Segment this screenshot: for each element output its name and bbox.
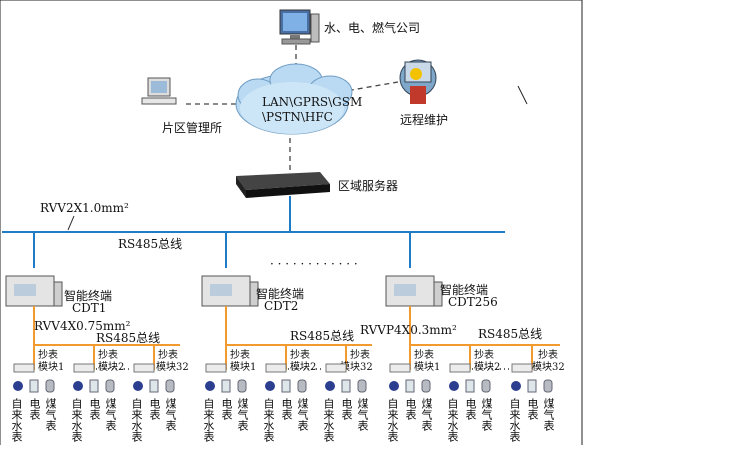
remote-maintenance-label: 远程维护: [400, 112, 448, 127]
meter-label-electric: 电表: [88, 398, 101, 420]
module-prefix: 抄表: [350, 348, 370, 361]
terminal-name: 智能终端: [256, 286, 304, 301]
computer-icon: [141, 77, 177, 105]
meter-label-gas: 煤气表: [480, 398, 493, 431]
sub-bus-label: RS485总线: [290, 329, 354, 343]
meter-label-electric: 电表: [464, 398, 477, 420]
meter-label-water: 自来水表: [10, 398, 23, 442]
module-label: 模块2: [290, 361, 316, 373]
module-prefix: 抄表: [538, 348, 558, 361]
ellipsis: · · · · · · · · · · · ·: [270, 257, 358, 271]
terminal-code: CDT256: [448, 295, 498, 309]
module-label: 模块2: [474, 361, 500, 373]
meter-label-electric: 电表: [404, 398, 417, 420]
module-label: 模块2: [98, 361, 124, 373]
terminal-code: CDT1: [72, 301, 106, 315]
network-types-line1: LAN\GPRS\GSM: [262, 95, 362, 109]
terminal-cdt1: [5, 275, 63, 307]
meter-label-electric: 电表: [148, 398, 161, 420]
terminal-code: CDT2: [264, 299, 298, 313]
sub-cable-label: RVV4X0.75mm²: [34, 319, 131, 333]
meter-label-electric: 电表: [280, 398, 293, 420]
meter-label-gas: 煤气表: [44, 398, 57, 431]
sub-bus-label: RS485总线: [478, 327, 542, 341]
module-label: 模块32: [340, 361, 373, 373]
meter-label-water: 自来水表: [446, 398, 459, 442]
meter-icons: [13, 379, 553, 393]
meter-label-electric: 电表: [28, 398, 41, 420]
module-boxes: [13, 363, 533, 373]
network-types-line2: \PSTN\HFC: [262, 110, 333, 124]
main-cable-label: RVV2X1.0mm²: [40, 201, 129, 215]
module-label: 模块32: [532, 361, 565, 373]
module-prefix: 抄表: [414, 348, 434, 361]
sub-bus-label: RS485总线: [96, 331, 160, 345]
meter-label-electric: 电表: [526, 398, 539, 420]
meter-label-water: 自来水表: [386, 398, 399, 442]
terminal-name: 智能终端: [440, 282, 488, 297]
meter-label-gas: 煤气表: [356, 398, 369, 431]
cloud-icon: [235, 63, 353, 135]
meter-label-water: 自来水表: [130, 398, 143, 442]
meter-label-water: 自来水表: [70, 398, 83, 442]
district-office-label: 片区管理所: [162, 120, 222, 135]
server-icon: [236, 172, 330, 198]
terminal-cdt256: [385, 275, 443, 307]
meter-label-electric: 电表: [340, 398, 353, 420]
module-labels-group1: 抄表 模块1 抄表 模块2 抄表 模块32 抄表 模块1 抄表 模块2 抄表 模…: [38, 348, 565, 373]
module-label: 模块32: [156, 361, 189, 373]
module-label: 模块1: [414, 361, 440, 373]
module-prefix: 抄表: [98, 348, 118, 361]
meter-label-water: 自来水表: [322, 398, 335, 442]
terminal-name: 智能终端: [64, 288, 112, 303]
module-prefix: 抄表: [158, 348, 178, 361]
terminal-cdt2: [201, 275, 259, 307]
main-bus: [2, 196, 505, 268]
meter-label-gas: 煤气表: [420, 398, 433, 431]
meter-label-water: 自来水表: [202, 398, 215, 442]
module-prefix: 抄表: [38, 348, 58, 361]
meter-label-water: 自来水表: [508, 398, 521, 442]
sub-cable-label: RVVP4X0.3mm²: [360, 323, 457, 337]
meter-label-gas: 煤气表: [296, 398, 309, 431]
regional-server-label: 区域服务器: [338, 178, 398, 193]
meter-label-gas: 煤气表: [236, 398, 249, 431]
meter-label-gas: 煤气表: [164, 398, 177, 431]
meter-label-gas: 煤气表: [542, 398, 555, 431]
utility-company-label: 水、电、燃气公司: [324, 20, 420, 35]
module-prefix: 抄表: [474, 348, 494, 361]
meter-label-electric: 电表: [220, 398, 233, 420]
module-prefix: 抄表: [290, 348, 310, 361]
meter-label-water: 自来水表: [262, 398, 275, 442]
meter-label-gas: 煤气表: [104, 398, 117, 431]
computer-icon: [279, 9, 320, 45]
module-prefix: 抄表: [230, 348, 250, 361]
module-label: 模块1: [38, 361, 64, 373]
main-bus-label: RS485总线: [118, 237, 182, 251]
maintenance-icon: [399, 59, 437, 104]
module-label: 模块1: [230, 361, 256, 373]
